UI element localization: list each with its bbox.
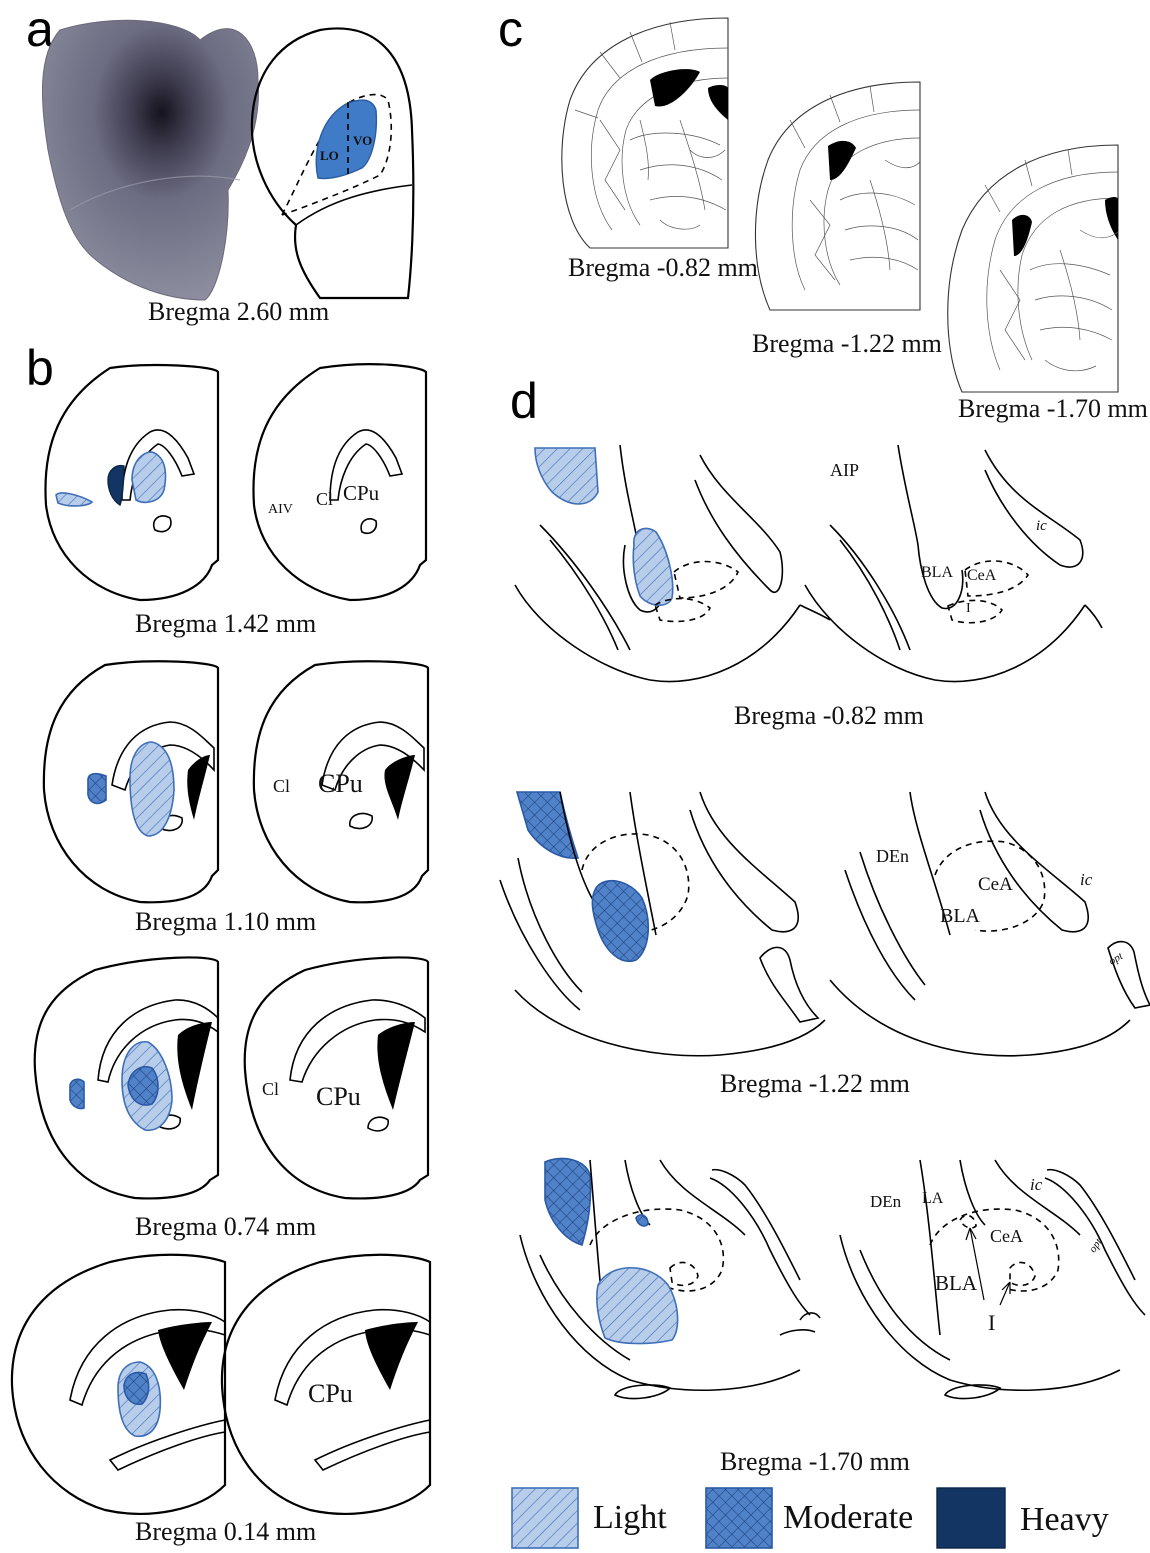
section-b-3-left <box>35 957 218 1198</box>
panel-a: a LO VO Bregma 2.60 mm <box>26 1 413 326</box>
caption-d-1: Bregma -0.82 mm <box>734 701 924 730</box>
section-d-2-right: DEn CeA ic BLA opt <box>830 792 1150 1056</box>
label-cl-2: Cl <box>273 776 290 796</box>
label-cpu-2: CPu <box>318 769 363 798</box>
moderate-area-b3-ai <box>70 1079 84 1108</box>
section-d-3-left <box>520 1158 820 1398</box>
caption-b-1: Bregma 1.42 mm <box>135 609 316 638</box>
section-b-3-right: Cl CPu <box>245 957 428 1198</box>
caption-d-2: Bregma -1.22 mm <box>720 1069 910 1098</box>
moderate-area-d2-bla <box>592 881 648 962</box>
label-bla-2: BLA <box>940 905 981 927</box>
label-i-1: I <box>966 601 971 616</box>
panel-label-b: b <box>26 340 54 396</box>
label-cea-2: CeA <box>978 874 1013 895</box>
caption-b-4: Bregma 0.14 mm <box>135 1517 316 1546</box>
caption-b-2: Bregma 1.10 mm <box>135 907 316 936</box>
panel-label-c: c <box>498 1 523 57</box>
label-cl-1: Cl <box>316 489 333 509</box>
light-area-b2 <box>130 742 174 836</box>
label-den-3: DEn <box>870 1192 902 1211</box>
label-cpu-1: CPu <box>343 481 380 505</box>
moderate-area-d2-ai <box>517 792 578 858</box>
moderate-area-b2 <box>88 774 106 804</box>
section-b-2-right: Cl CPu <box>254 661 428 902</box>
atlas-section-2: Bregma -1.22 mm <box>752 82 942 358</box>
atlas-section-1: Bregma -0.82 mm <box>562 18 758 282</box>
schematic-section-a: LO VO <box>252 28 413 298</box>
moderate-area-d3-ai <box>545 1158 591 1245</box>
section-d-1-left <box>515 445 830 682</box>
moderate-area-d3-la <box>636 1215 648 1226</box>
moderate-area-b4 <box>124 1372 149 1404</box>
section-b-2-left <box>44 661 218 902</box>
light-area-d1-ai <box>535 448 598 504</box>
label-ic-1: ic <box>1036 518 1047 534</box>
legend: Light Moderate Heavy <box>512 1488 1109 1548</box>
section-b-4-right: CPu <box>222 1255 430 1514</box>
heavy-area-b1 <box>108 466 124 505</box>
region-label-lo: LO <box>320 148 339 163</box>
caption-c-1: Bregma -0.82 mm <box>568 253 758 282</box>
label-cea-1: CeA <box>967 567 997 584</box>
legend-label-moderate: Moderate <box>783 1499 913 1536</box>
panel-c: c Bregma -0.82 mm <box>498 1 1148 423</box>
atlas-section-3: Bregma -1.70 mm <box>948 145 1148 423</box>
caption-d-3: Bregma -1.70 mm <box>720 1447 910 1476</box>
label-ic-2: ic <box>1080 870 1093 889</box>
region-label-vo: VO <box>353 133 372 148</box>
section-d-1-right: AIP ic BLA CeA I <box>805 445 1102 682</box>
label-cl-3: Cl <box>262 1079 279 1099</box>
label-cpu-4: CPu <box>308 1379 353 1408</box>
light-area-b1-ai <box>56 493 92 506</box>
label-la-3: LA <box>922 1190 944 1207</box>
caption-b-3: Bregma 0.74 mm <box>135 1212 316 1241</box>
panel-label-d: d <box>510 373 538 429</box>
legend-swatch-heavy <box>937 1488 1005 1548</box>
caption-c-2: Bregma -1.22 mm <box>752 329 942 358</box>
section-b-1-right: AIV Cl CPu <box>253 364 426 600</box>
caption-a: Bregma 2.60 mm <box>148 297 329 326</box>
section-d-2-left <box>500 792 825 1056</box>
legend-label-heavy: Heavy <box>1020 1501 1109 1538</box>
stained-section-photo <box>42 20 258 300</box>
legend-swatch-moderate <box>706 1488 772 1548</box>
label-cpu-3: CPu <box>316 1082 361 1111</box>
light-area-d1-bla <box>633 528 672 605</box>
panel-b: b AIV Cl CPu Bregma 1.42 mm <box>12 340 430 1546</box>
label-i-3: I <box>988 1310 995 1335</box>
legend-swatch-light <box>512 1488 578 1548</box>
section-b-1-left <box>45 365 218 600</box>
panel-d: d AIP ic BLA Ce <box>500 373 1150 1476</box>
label-aip: AIP <box>830 460 859 480</box>
label-cea-3: CeA <box>990 1226 1023 1246</box>
legend-label-light: Light <box>593 1499 667 1536</box>
caption-c-3: Bregma -1.70 mm <box>958 394 1148 423</box>
label-opt-3: opt <box>1087 1236 1105 1255</box>
label-bla-3: BLA <box>935 1271 978 1295</box>
light-area-b1 <box>132 452 166 502</box>
section-b-4-left <box>12 1255 225 1514</box>
label-bla-1: BLA <box>921 564 953 581</box>
label-ic-3: ic <box>1030 1175 1043 1194</box>
label-aiv: AIV <box>268 502 293 517</box>
section-d-3-right: ic DEn LA CeA opt BLA I <box>840 1160 1145 1399</box>
light-area-d3-bla <box>597 1268 678 1344</box>
label-den-2: DEn <box>876 846 909 866</box>
